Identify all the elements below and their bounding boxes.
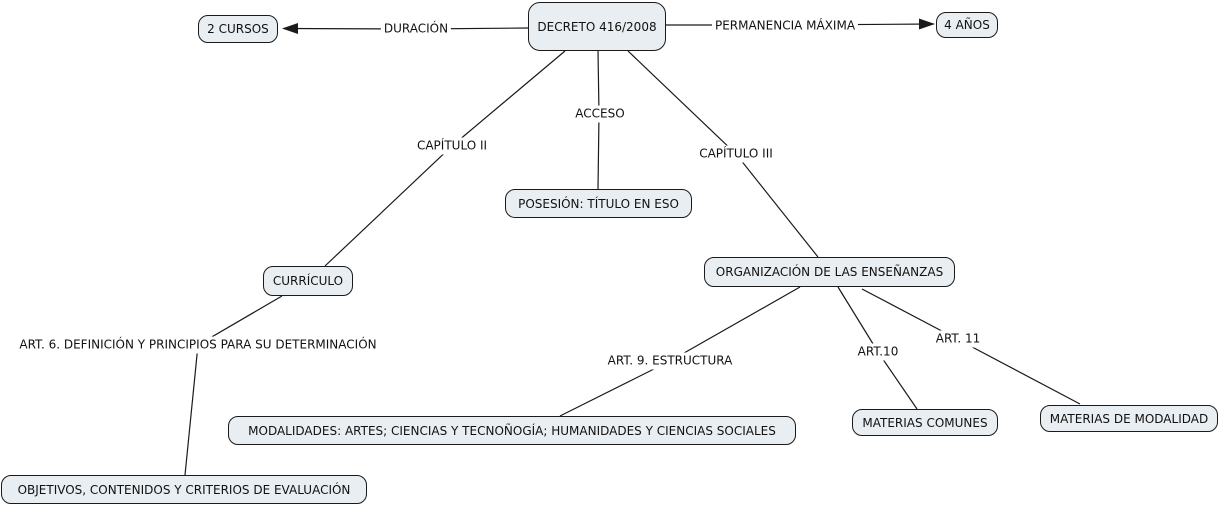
arrowhead-right-icon — [919, 18, 935, 30]
node-posesion[interactable]: POSESIÓN: TÍTULO EN ESO — [505, 189, 692, 218]
node-2-cursos[interactable]: 2 CURSOS — [198, 15, 278, 43]
link-label-art-9[interactable]: ART. 9. ESTRUCTURA — [604, 352, 736, 370]
link-label-duracion[interactable]: DURACIÓN — [380, 20, 452, 38]
arrowhead-left-icon — [282, 23, 298, 34]
link-label-permanencia[interactable]: PERMANENCIA MÁXIMA — [711, 17, 859, 35]
link-decreto-curriculo — [324, 50, 566, 267]
node-4-anos[interactable]: 4 AÑOS — [936, 12, 998, 38]
link-label-acceso[interactable]: ACCESO — [572, 105, 628, 123]
node-curriculo[interactable]: CURRÍCULO — [263, 266, 353, 296]
node-materias-modalidad[interactable]: MATERIAS DE MODALIDAD — [1040, 405, 1218, 432]
node-decreto[interactable]: DECRETO 416/2008 — [528, 2, 666, 51]
node-objetivos[interactable]: OBJETIVOS, CONTENIDOS Y CRITERIOS DE EVA… — [1, 475, 367, 504]
node-modalidades[interactable]: MODALIDADES: ARTES; CIENCIAS Y TECNOÑOGÍ… — [228, 416, 796, 445]
node-materias-comunes[interactable]: MATERIAS COMUNES — [852, 409, 998, 436]
link-organizacion-modalidades — [559, 286, 801, 417]
link-curriculo-objetivos — [184, 295, 283, 476]
link-label-art-10[interactable]: ART.10 — [854, 343, 902, 361]
link-label-art-11[interactable]: ART. 11 — [932, 330, 984, 348]
link-label-art-6[interactable]: ART. 6. DEFINICIÓN Y PRINCIPIOS PARA SU … — [16, 336, 380, 354]
node-organizacion[interactable]: ORGANIZACIÓN DE LAS ENSEÑANZAS — [704, 257, 955, 287]
link-label-capitulo-3[interactable]: CAPÍTULO III — [696, 145, 776, 163]
link-label-capitulo-2[interactable]: CAPÍTULO II — [413, 137, 491, 155]
